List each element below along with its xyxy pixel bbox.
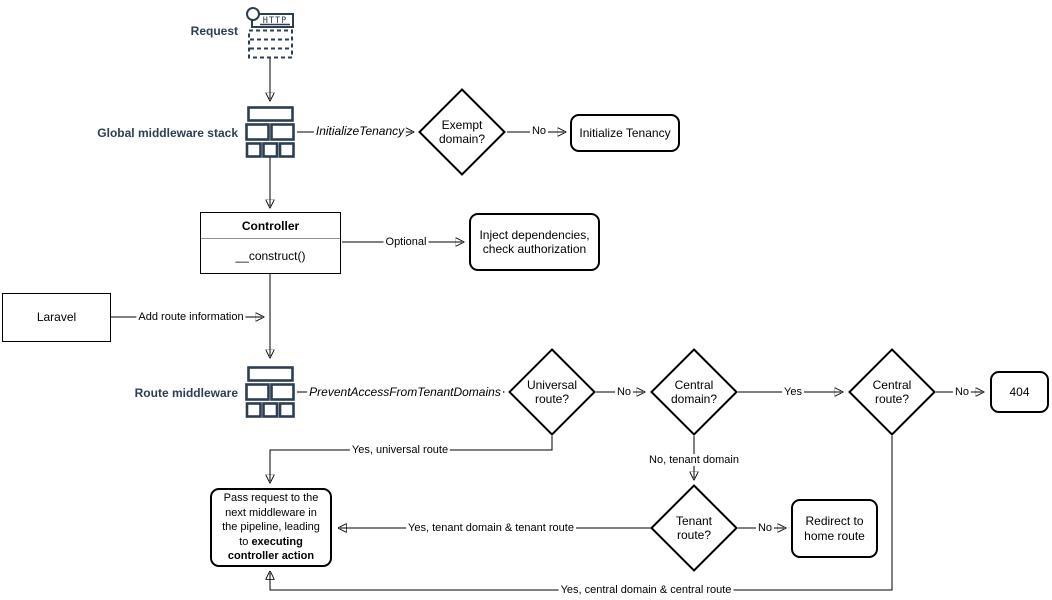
decision-central-domain-label: Central domain?: [670, 377, 717, 406]
node-redirect-home-label: Redirect to home route: [804, 514, 865, 543]
edge-label-yes-tenant-route: Yes, tenant domain & tenant route: [406, 522, 576, 534]
edge-label-universal-no: No: [614, 386, 634, 398]
edge-label-yes-central-route: Yes, central domain & central route: [558, 584, 734, 596]
decision-central-route: Central route?: [848, 348, 936, 436]
edge-label-central-domain-yes: Yes: [782, 386, 804, 398]
decision-tenant-route-label: Tenant route?: [675, 513, 712, 542]
edge-label-central-route-no: No: [952, 386, 972, 398]
node-404-label: 404: [1009, 384, 1030, 399]
edge-label-exempt-no: No: [529, 125, 549, 137]
node-404: 404: [990, 371, 1049, 413]
edge-universal-yes-to-pass: [270, 436, 553, 481]
edge-label-tenant-route-no: No: [755, 522, 775, 534]
node-redirect-home: Redirect to home route: [791, 499, 878, 558]
decision-exempt-domain-label: Exempt domain?: [438, 117, 485, 146]
global-middleware-label: Global middleware stack: [97, 126, 238, 140]
node-inject-dependencies: Inject dependencies, check authorization: [469, 213, 600, 271]
edge-label-optional: Optional: [383, 236, 429, 248]
request-label: Request: [190, 24, 238, 38]
edge-label-initialize-tenancy: InitializeTenancy: [313, 124, 407, 138]
edge-label-no-tenant-domain: No, tenant domain: [647, 454, 741, 466]
node-pass-request: Pass request to the next middleware in t…: [210, 488, 332, 567]
decision-exempt-domain: Exempt domain?: [418, 88, 506, 176]
node-laravel: Laravel: [2, 293, 111, 342]
decision-universal-route-label: Universal route?: [526, 377, 577, 406]
edge-label-prevent-access: PreventAccessFromTenantDomains: [307, 385, 503, 399]
node-controller-title: Controller: [201, 213, 340, 239]
http-request-icon: HTTP: [244, 6, 296, 64]
node-initialize-tenancy-label: Initialize Tenancy: [579, 125, 671, 140]
node-controller: Controller __construct(): [200, 212, 341, 274]
route-middleware-stack-icon: [244, 365, 296, 423]
http-icon-text: HTTP: [263, 16, 287, 26]
route-middleware-label: Route middleware: [134, 386, 238, 400]
decision-tenant-route: Tenant route?: [650, 484, 738, 572]
node-pass-request-label: Pass request to the next middleware in t…: [222, 492, 320, 563]
node-initialize-tenancy: Initialize Tenancy: [570, 114, 680, 152]
decision-central-domain: Central domain?: [650, 348, 738, 436]
decision-universal-route: Universal route?: [508, 348, 596, 436]
node-controller-method: __construct(): [235, 249, 306, 263]
node-inject-dependencies-label: Inject dependencies, check authorization: [479, 227, 590, 256]
edge-label-yes-universal-route: Yes, universal route: [349, 444, 451, 456]
edge-label-add-route-information: Add route information: [136, 311, 246, 323]
node-laravel-label: Laravel: [36, 310, 77, 325]
decision-central-route-label: Central route?: [872, 377, 912, 406]
middleware-stack-icon: [244, 105, 296, 163]
